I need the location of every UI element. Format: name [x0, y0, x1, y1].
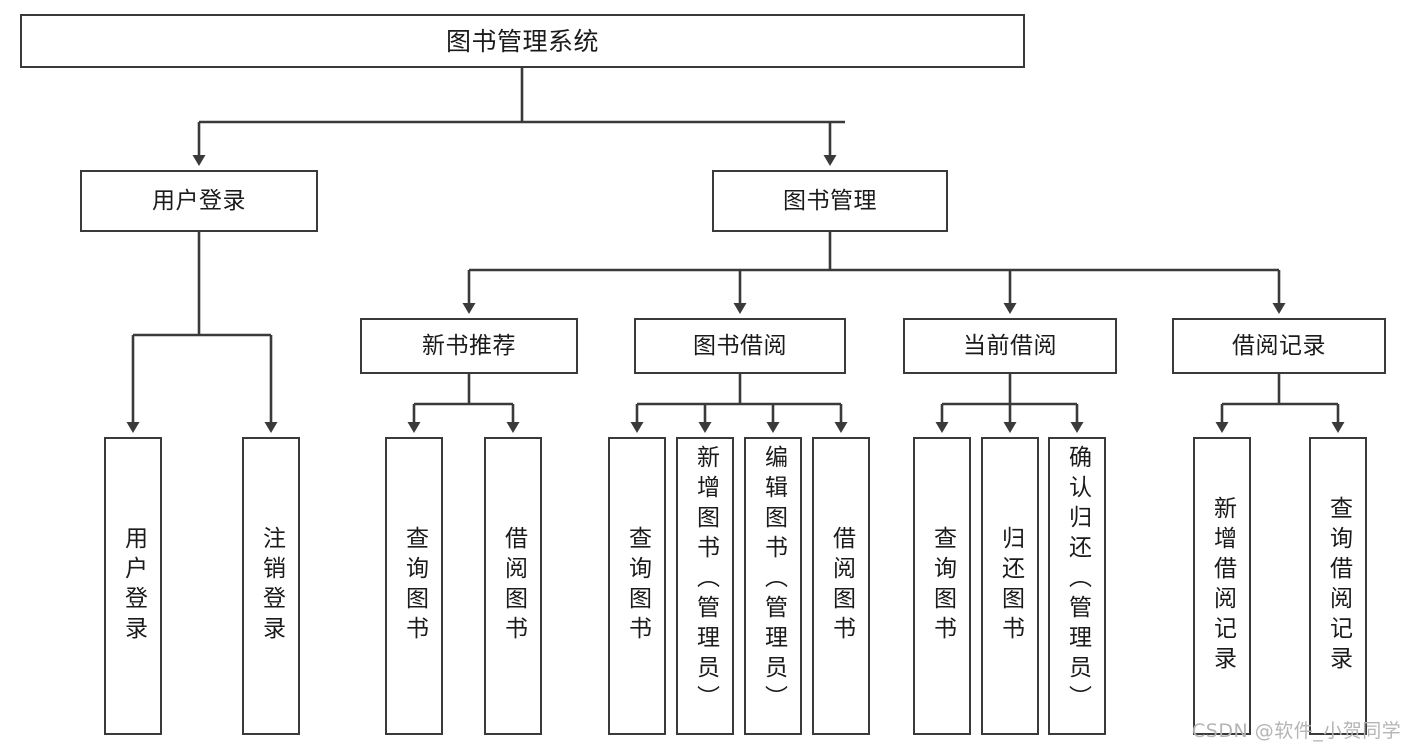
- node-label: 新增借阅记录: [1209, 496, 1236, 676]
- node-label: 查询图书: [929, 526, 956, 646]
- node-label: 查询图书: [401, 526, 428, 646]
- node-label: 图书管理系统: [445, 26, 599, 56]
- node-label: 借阅图书: [828, 526, 855, 646]
- leaf-user-login-login[interactable]: 用户登录: [104, 437, 162, 735]
- node-label: 图书管理: [783, 187, 877, 214]
- leaf-current-confirm-return-admin[interactable]: 确认归还（管理员）: [1048, 437, 1106, 735]
- node-label: 借阅图书: [500, 526, 527, 646]
- node-current-borrow[interactable]: 当前借阅: [903, 318, 1117, 374]
- leaf-new-book-borrow-book[interactable]: 借阅图书: [484, 437, 542, 735]
- leaf-new-book-query-book[interactable]: 查询图书: [385, 437, 443, 735]
- leaf-current-query-book[interactable]: 查询图书: [913, 437, 971, 735]
- node-label: 借阅记录: [1232, 332, 1326, 359]
- leaf-record-add-borrow-record[interactable]: 新增借阅记录: [1193, 437, 1251, 735]
- node-label: 归还图书: [997, 526, 1024, 646]
- leaf-record-query-borrow-record[interactable]: 查询借阅记录: [1309, 437, 1367, 735]
- leaf-current-return-book[interactable]: 归还图书: [981, 437, 1039, 735]
- node-label: 注销登录: [258, 526, 285, 646]
- node-label: 新书推荐: [422, 332, 516, 359]
- node-label: 用户登录: [152, 187, 246, 214]
- node-borrow-record[interactable]: 借阅记录: [1172, 318, 1386, 374]
- node-label: 新增图书（管理员）: [692, 445, 719, 715]
- node-label: 查询图书: [624, 526, 651, 646]
- node-label: 查询借阅记录: [1325, 496, 1352, 676]
- leaf-user-login-logout[interactable]: 注销登录: [242, 437, 300, 735]
- node-user-login[interactable]: 用户登录: [80, 170, 318, 232]
- node-label: 图书借阅: [693, 332, 787, 359]
- node-book-management[interactable]: 图书管理: [712, 170, 948, 232]
- leaf-borrow-borrow-book[interactable]: 借阅图书: [812, 437, 870, 735]
- node-book-borrow[interactable]: 图书借阅: [634, 318, 846, 374]
- node-label: 编辑图书（管理员）: [760, 445, 787, 715]
- leaf-borrow-query-book[interactable]: 查询图书: [608, 437, 666, 735]
- node-label: 确认归还（管理员）: [1064, 445, 1091, 715]
- leaf-borrow-edit-book-admin[interactable]: 编辑图书（管理员）: [744, 437, 802, 735]
- node-root-book-management-system[interactable]: 图书管理系统: [20, 14, 1025, 68]
- node-label: 用户登录: [120, 526, 147, 646]
- node-label: 当前借阅: [963, 332, 1057, 359]
- csdn-watermark: CSDN @软件_小贺同学: [1192, 720, 1402, 742]
- leaf-borrow-add-book-admin[interactable]: 新增图书（管理员）: [676, 437, 734, 735]
- node-new-book-recommend[interactable]: 新书推荐: [360, 318, 578, 374]
